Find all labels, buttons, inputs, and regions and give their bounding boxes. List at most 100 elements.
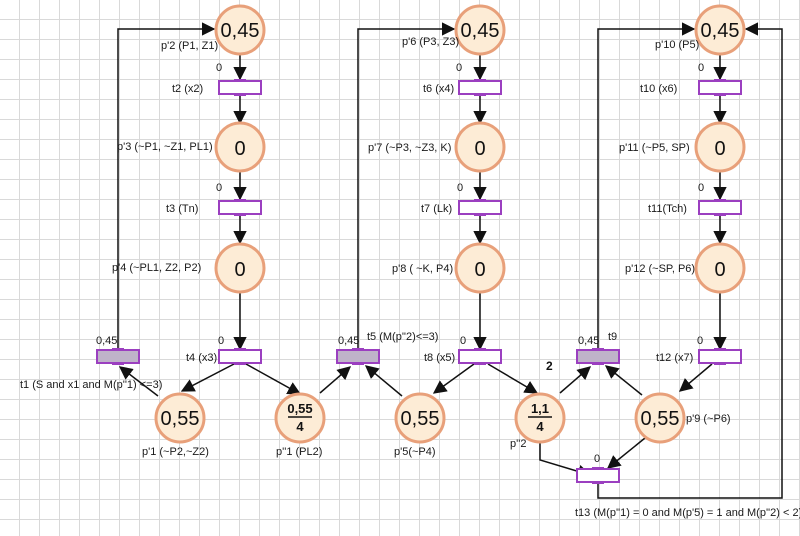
place-p5[interactable] [394,392,446,444]
place-p5-tokens: 0,55 [401,408,440,430]
transition-t3-value: 0 [216,182,222,194]
transition-t5[interactable] [336,348,380,365]
transition-t12-label: t12 (x7) [656,352,693,364]
transition-t8-value: 0 [460,335,466,347]
transition-t6-label: t6 (x4) [423,83,454,95]
transition-t5-value: 0,45 [338,335,359,347]
transition-t10[interactable] [698,79,742,96]
place-p8-tokens: 0 [474,259,485,281]
place-pp2[interactable] [514,392,566,444]
place-p4-label: p'4 (~PL1, Z2, P2) [112,262,201,274]
transitions: 0 t2 (x2) 0 t3 (Tn) 0 t4 (x3) 0,45 t1 (S… [20,62,800,519]
place-p1-tokens: 0,55 [161,408,200,430]
transition-t7-label: t7 (Lk) [421,203,452,215]
arc-t4-pp1 [245,363,302,395]
transition-t1-label: t1 (S and x1 and M(p''1) <=3) [20,379,162,391]
transition-t7[interactable] [458,199,502,216]
transition-t12[interactable] [698,348,742,365]
place-p3-label: p'3 (~P1, ~Z1, PL1) [117,141,213,153]
transition-t11[interactable] [698,199,742,216]
transition-t4-label: t4 (x3) [186,352,217,364]
place-p4-tokens: 0 [234,259,245,281]
place-p12-tokens: 0 [714,259,725,281]
transition-t13[interactable] [576,467,620,484]
places: 0,45 p'2 (P1, Z1) 0 p'3 (~P1, ~Z1, PL1) … [112,4,746,458]
transition-t2-value: 0 [216,62,222,74]
place-p6-tokens: 0,45 [461,20,500,42]
place-p3-tokens: 0 [234,138,245,160]
transition-t8-label: t8 (x5) [424,352,455,364]
place-pp1-denominator: 4 [296,419,304,434]
transition-t2[interactable] [218,79,262,96]
place-p1-label: p'1 (~P2,~Z2) [142,446,209,458]
transition-t6-value: 0 [456,62,462,74]
transition-t5-label: t5 (M(p''2)<=3) [367,331,438,343]
arc-t9-p10 [597,22,696,349]
transition-t10-value: 0 [698,62,704,74]
place-p10-label: p'10 (P5) [655,39,699,51]
arc-weight-label: 2 [546,359,553,373]
transition-t13-label: t13 (M(p''1) = 0 and M(p'5) = 1 and M(p'… [575,507,800,519]
arc-t12-p9 [678,363,713,392]
place-pp2-numerator: 1,1 [531,401,549,416]
place-p7[interactable] [454,121,506,173]
transition-t11-value: 0 [698,182,704,194]
place-pp2-label: p''2 [510,438,526,450]
transition-t13-value: 0 [594,453,600,465]
arc-p1-t1 [118,366,159,397]
arc-t1-p2 [117,22,216,349]
transition-t4[interactable] [218,348,262,365]
arc-pp1-t5 [319,366,352,394]
place-pp1[interactable] [274,392,326,444]
place-p5-label: p'5(~P4) [394,446,436,458]
place-p1[interactable] [154,392,206,444]
arcs [117,22,783,499]
place-p2[interactable] [214,4,266,56]
transition-t12-value: 0 [697,335,703,347]
place-p10-tokens: 0,45 [701,20,740,42]
place-p7-tokens: 0 [474,138,485,160]
place-pp1-numerator: 0,55 [287,401,312,416]
place-p3[interactable] [214,121,266,173]
transition-t1[interactable] [96,348,140,365]
place-p9-tokens: 0,55 [641,408,680,430]
transition-t2-label: t2 (x2) [172,83,203,95]
place-p2-label: p'2 (P1, Z1) [161,40,218,52]
place-p6-label: p'6 (P3, Z3) [402,36,459,48]
arc-t5-p6 [357,22,456,349]
place-p8-label: p'8 ( ~K, P4) [392,263,453,275]
transition-t9[interactable] [576,348,620,365]
place-pp1-label: p''1 (PL2) [276,446,322,458]
place-p11[interactable] [694,121,746,173]
transition-t8[interactable] [458,348,502,365]
place-p4[interactable] [214,242,266,294]
arc-t8-pp2 [487,363,539,394]
place-p10[interactable] [694,4,746,56]
transition-t3-label: t3 (Tn) [166,203,198,215]
arc-p9-t13 [606,437,646,469]
place-p12[interactable] [694,242,746,294]
place-p11-label: p'11 (~P5, SP) [619,142,690,154]
arc-pp2-t13 [539,440,592,478]
place-p6[interactable] [454,4,506,56]
place-p9-label: p'9 (~P6) [686,413,731,425]
transition-t4-value: 0 [218,335,224,347]
transition-t1-value: 0,45 [96,335,117,347]
transition-t7-value: 0 [457,182,463,194]
arc-t13-p10 [597,22,783,499]
transition-t9-label: t9 [608,331,617,343]
transition-t6[interactable] [458,79,502,96]
place-p9[interactable] [634,392,686,444]
place-p11-tokens: 0 [714,138,725,160]
arc-t8-p5 [432,363,475,394]
place-p7-label: p'7 (~P3, ~Z3, K) [368,142,451,154]
place-p8[interactable] [454,242,506,294]
place-pp2-denominator: 4 [536,419,544,434]
transition-t11-label: t11(Tch) [648,203,687,215]
transition-t9-value: 0,45 [578,335,599,347]
arc-p5-t5 [364,365,403,397]
arc-pp2-t9 [559,366,592,394]
transition-t3[interactable] [218,199,262,216]
arc-p9-t9 [604,365,643,396]
